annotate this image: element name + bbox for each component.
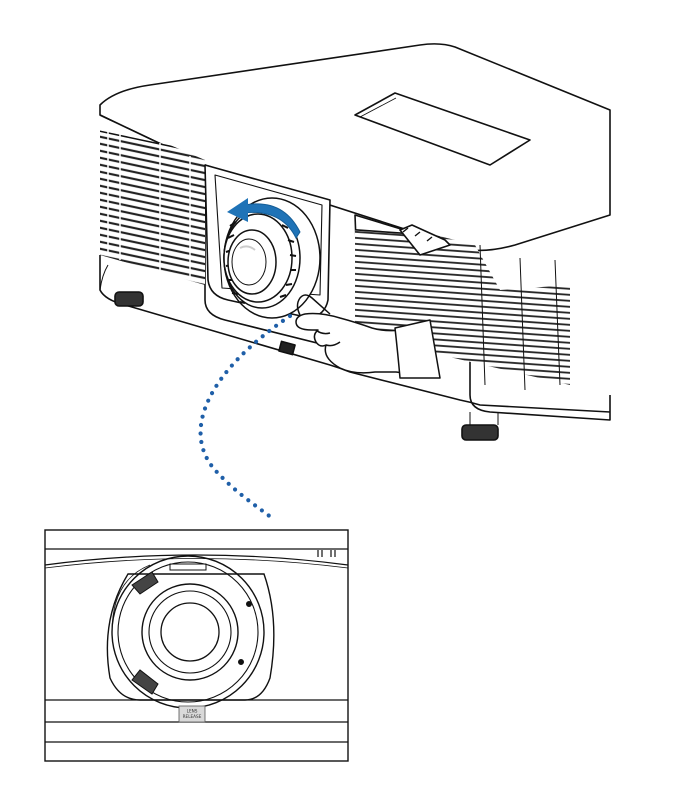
front-foot-right <box>461 424 499 441</box>
lens-mount-detail: LENS RELEASE <box>44 529 349 762</box>
hand <box>295 294 441 379</box>
release-port <box>278 340 296 356</box>
detail-lens-glass <box>160 602 220 662</box>
lens-release-label-line2: RELEASE <box>183 714 202 719</box>
detail-lens-outer <box>141 583 239 681</box>
front-foot-left <box>114 291 144 307</box>
dotted-callout-path <box>198 313 293 521</box>
projector-body <box>99 43 611 441</box>
lens-release-label-line1: LENS <box>187 709 198 714</box>
top-panel <box>354 92 531 166</box>
projector-top-surface <box>99 43 611 252</box>
sleeve <box>394 319 441 379</box>
lens-release-button <box>178 705 206 723</box>
top-buttons <box>399 224 451 256</box>
